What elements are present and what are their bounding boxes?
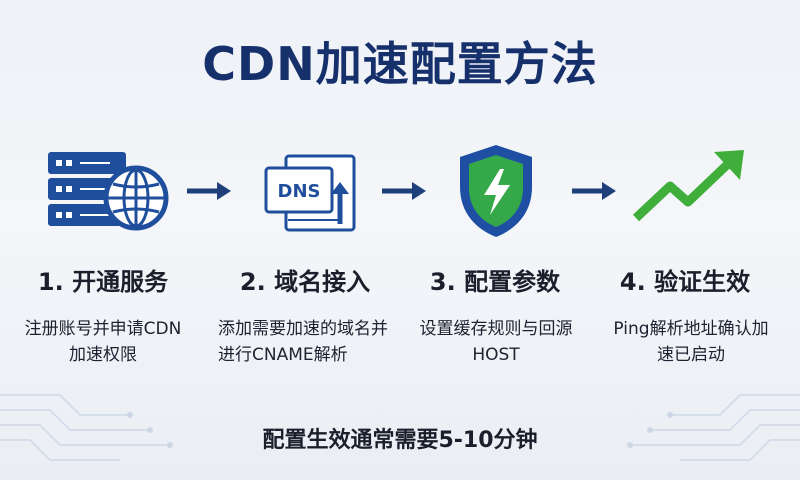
server-globe-icon — [48, 152, 169, 231]
dns-upload-icon: DNS — [264, 154, 356, 232]
trend-up-arrow-icon — [632, 150, 744, 222]
step-title-configure-params: 3. 配置参数 — [429, 268, 561, 296]
flow-arrow-icon — [187, 182, 231, 200]
step-title-verify: 4. 验证生效 — [619, 268, 751, 296]
step-desc-domain-access: 添加需要加速的域名并进行CNAME解析 — [218, 319, 388, 365]
step-title-domain-access: 2. 域名接入 — [239, 268, 371, 296]
footer-note: 配置生效通常需要5-10分钟 — [262, 428, 538, 453]
dns-label: DNS — [278, 181, 321, 202]
step-title-open-service: 1. 开通服务 — [37, 268, 169, 296]
step-desc-verify: Ping解析地址确认加速已启动 — [613, 319, 769, 365]
shield-bolt-icon — [460, 145, 532, 237]
step-desc-open-service: 注册账号并申请CDN 加速权限 — [24, 319, 182, 365]
page-title: CDN加速配置方法 — [202, 37, 598, 91]
step-desc-configure-params: 设置缓存规则与回源 HOST — [419, 319, 573, 365]
flow-arrow-icon — [572, 182, 616, 200]
flow-arrow-icon — [382, 182, 426, 200]
